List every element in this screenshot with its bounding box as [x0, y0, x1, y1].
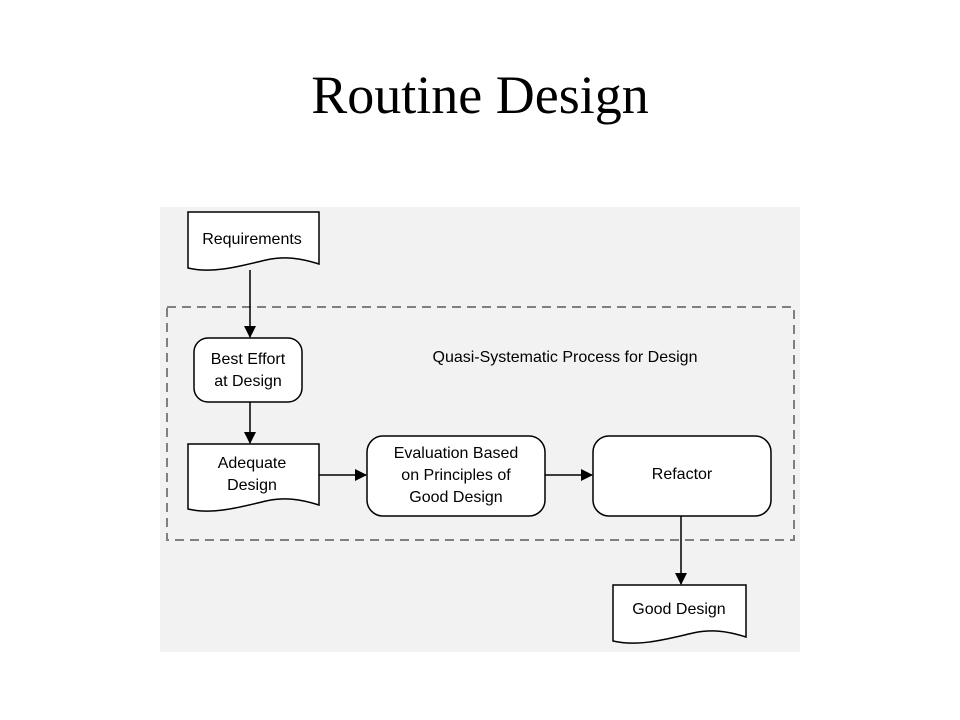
- good-design-shape: [612, 584, 747, 644]
- refactor-label: Refactor: [652, 466, 713, 483]
- evaluation-label-line-1: Evaluation Based: [394, 445, 519, 462]
- process-group-boundary: [166, 306, 795, 541]
- adequate-design-node: Adequate Design: [187, 443, 320, 512]
- diagram-panel: [160, 207, 800, 652]
- evaluation-shape: [366, 435, 546, 517]
- best-effort-label-line-2: at Design: [214, 373, 282, 390]
- best-effort-node: Best Effort at Design: [193, 337, 303, 403]
- adequate-design-label-line-1: Adequate: [218, 455, 287, 472]
- good-design-node: Good Design: [612, 584, 747, 644]
- best-effort-label-line-1: Best Effort: [211, 351, 286, 368]
- process-group-label: Quasi-Systematic Process for Design: [433, 349, 698, 366]
- requirements-shape: [187, 211, 320, 271]
- requirements-node: Requirements: [187, 211, 320, 271]
- best-effort-shape: [193, 337, 303, 403]
- adequate-design-label-line-2: Design: [227, 477, 277, 494]
- evaluation-label-line-2: on Principles of: [401, 467, 511, 484]
- adequate-design-shape: [187, 443, 320, 512]
- requirements-label: Requirements: [202, 231, 302, 248]
- refactor-node: Refactor: [592, 435, 772, 517]
- good-design-label: Good Design: [632, 601, 725, 618]
- evaluation-label-line-3: Good Design: [409, 489, 502, 506]
- evaluation-node: Evaluation Based on Principles of Good D…: [366, 435, 546, 517]
- refactor-shape: [592, 435, 772, 517]
- slide-title: Routine Design: [311, 65, 649, 125]
